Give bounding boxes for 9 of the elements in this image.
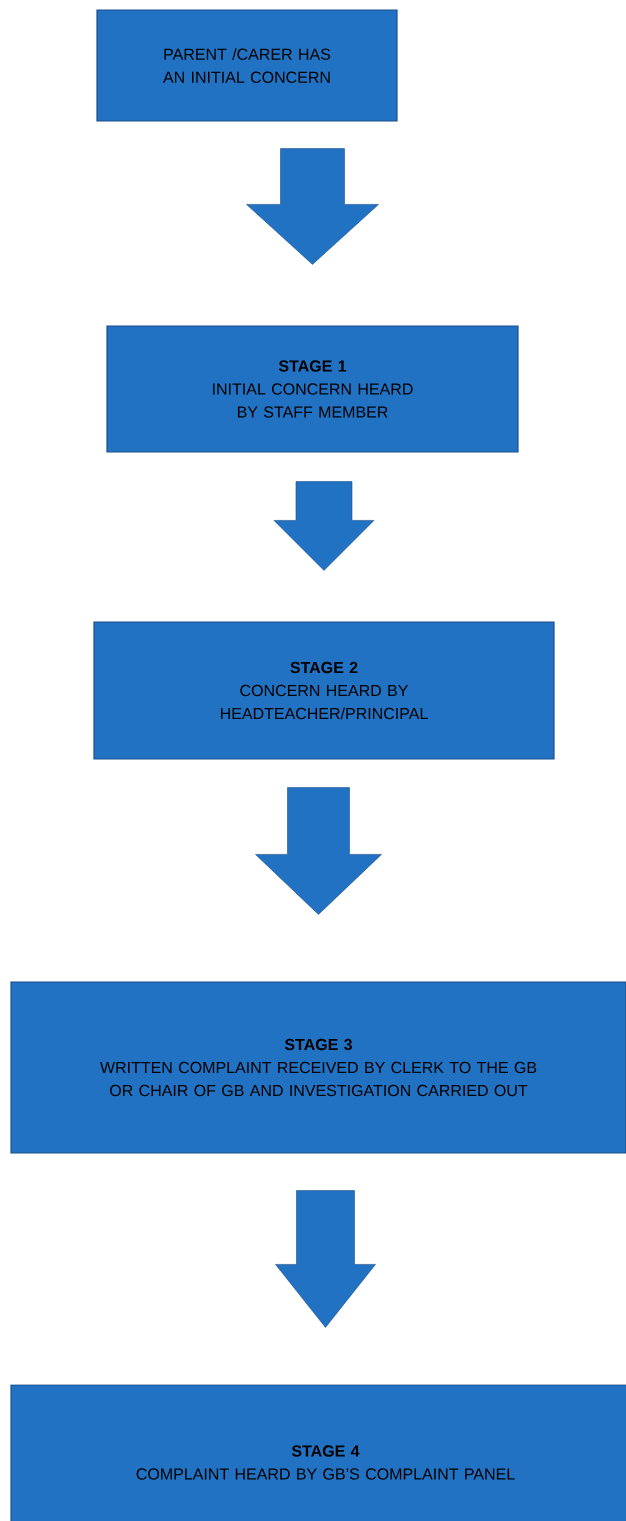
process-box: STAGE 1 INITIAL CONCERN HEARD BY STAFF MEMBER xyxy=(106,325,519,453)
process-box: STAGE 3 WRITTEN COMPLAINT RECEIVED BY CLERK TO THE GB OR CHAIR OF GB AND INVESTIGATION CARRIED OUT xyxy=(10,981,626,1154)
block-arrow xyxy=(255,787,382,915)
block-arrow xyxy=(246,148,379,265)
process-box: STAGE 2 CONCERN HEARD BY HEADTEACHER/PRINCIPAL xyxy=(93,621,555,760)
block-arrow xyxy=(273,481,375,571)
process-box: STAGE 4 COMPLAINT HEARD BY GB’S COMPLAINT PANEL xyxy=(10,1384,626,1521)
process-box: PARENT /CARER HAS AN INITIAL CONCERN xyxy=(96,9,398,122)
block-arrow xyxy=(275,1190,376,1328)
